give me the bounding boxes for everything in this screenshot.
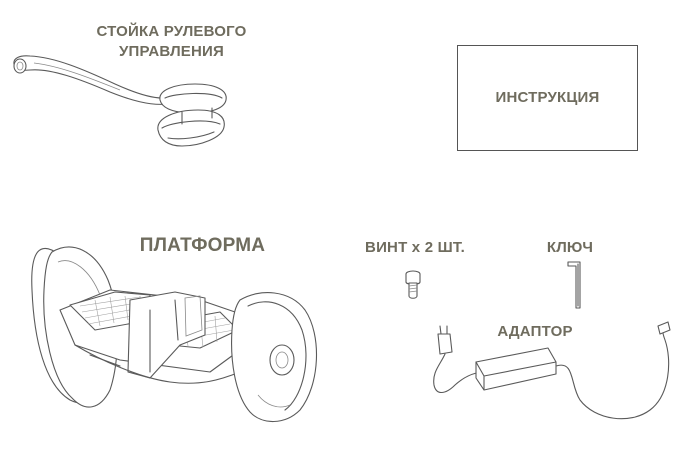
adapter-label: АДАПТОР bbox=[497, 323, 573, 340]
key-label: КЛЮЧ bbox=[546, 239, 594, 256]
manual-label: ИНСТРУКЦИЯ bbox=[495, 89, 600, 106]
platform-label: ПЛАТФОРМА bbox=[139, 235, 266, 256]
platform-drawing bbox=[31, 246, 318, 423]
screw-drawing bbox=[405, 270, 421, 299]
adapter-drawing bbox=[433, 321, 671, 420]
handlebar-label-line2: УПРАВЛЕНИЯ bbox=[118, 43, 224, 60]
manual-box bbox=[457, 45, 638, 151]
handlebar-stem-drawing bbox=[13, 55, 227, 147]
hex-key-drawing bbox=[567, 261, 581, 309]
screws-label: ВИНТ х 2 ШТ. bbox=[365, 239, 465, 256]
handlebar-label-line1: СТОЙКА РУЛЕВОГО bbox=[96, 23, 247, 40]
